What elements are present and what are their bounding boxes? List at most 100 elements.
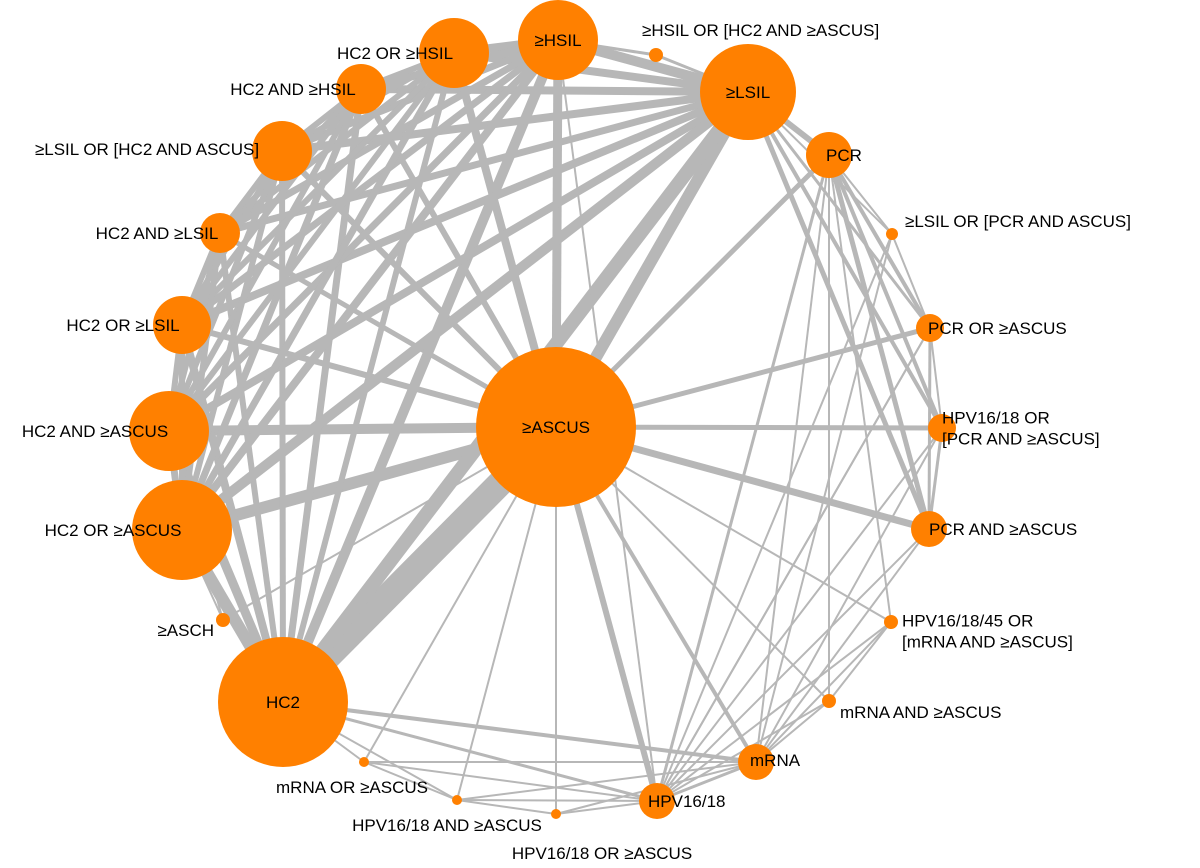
node-hc2_and_lsil xyxy=(200,213,240,253)
labels-layer: ≥ASCUS ≥HSIL ≥HSIL OR [HC2 AND ≥ASCUS] ≥LSI… xyxy=(22,21,1131,863)
edge-lsil-hc2_and_lsil xyxy=(219,88,749,237)
node-hsil_or_hc2_ascus xyxy=(649,48,663,62)
edge-hpv1618_or_pcr_ascus-hpv1618 xyxy=(656,427,943,802)
edge-hsil-hc2_or_ascus xyxy=(178,37,562,533)
edge-lsil-hpv1618_or_pcr_ascus xyxy=(746,90,944,430)
node-label-line: HPV16/18 AND ≥ASCUS xyxy=(352,816,542,835)
edge-pcr_or_ascus-lsil_or_pcr_ascus xyxy=(891,233,931,329)
node-label-line: mRNA OR ≥ASCUS xyxy=(276,778,428,797)
node-label-hc2_and_ascus: HC2 AND ≥ASCUS xyxy=(22,422,168,441)
node-label-line: HPV16/18 OR ≥ASCUS xyxy=(512,844,692,863)
edge-hsil-hc2_or_lsil xyxy=(179,37,561,328)
node-label-hpv1618_or_ascus: HPV16/18 OR ≥ASCUS xyxy=(512,844,692,863)
edge-hpv1618-pcr_or_ascus xyxy=(656,327,931,802)
edge-pcr-hpv1618 xyxy=(655,154,831,802)
node-label-ascus: ≥ASCUS xyxy=(522,418,590,437)
node-label-line: ≥LSIL OR [HC2 AND ASCUS] xyxy=(35,140,259,159)
node-ascus xyxy=(476,347,636,507)
node-label-mrna_or_ascus: mRNA OR ≥ASCUS xyxy=(276,778,428,797)
edge-lsil_or_pcr_ascus-mrna xyxy=(755,233,893,763)
node-hsil xyxy=(518,0,598,80)
node-label-line: HPV16/18/45 OR xyxy=(902,612,1033,631)
node-label-line: PCR AND ≥ASCUS xyxy=(929,520,1077,539)
node-label-line: HC2 OR ≥LSIL xyxy=(66,316,179,335)
node-label-line: mRNA AND ≥ASCUS xyxy=(840,703,1001,722)
edge-pcr_and_ascus-hpv1618 xyxy=(656,528,930,802)
node-pcr xyxy=(806,132,852,178)
edge-pcr-hpv161845_or_mrna_ascus xyxy=(828,154,892,623)
edge-lsil_or_hc2_ascus-hc2_and_ascus xyxy=(166,149,285,433)
node-label-line: HC2 xyxy=(266,693,300,712)
edge-hpv1618_or_ascus-hpv1618_and_ascus xyxy=(456,799,557,815)
node-label-line: HPV16/18 xyxy=(648,792,726,811)
node-pcr_and_ascus xyxy=(911,511,947,547)
node-label-line: ≥LSIL xyxy=(726,83,770,102)
edge-hc2-hsil xyxy=(278,38,563,704)
node-hc2_or_hsil xyxy=(419,18,489,88)
edge-hc2_or_hsil-hc2_or_ascus xyxy=(178,51,458,532)
node-label-line: HC2 AND ≥ASCUS xyxy=(22,422,168,441)
node-label-line: HC2 AND ≥LSIL xyxy=(96,224,219,243)
node-mrna xyxy=(738,744,774,780)
node-label-line: ≥ASCH xyxy=(157,621,214,640)
node-label-asch: ≥ASCH xyxy=(157,621,214,640)
node-label-line: ≥ASCUS xyxy=(522,418,590,437)
node-label-hpv1618_or_pcr_ascus: HPV16/18 OR [PCR AND ≥ASCUS] xyxy=(942,409,1100,449)
node-label-line: ≥HSIL OR [HC2 AND ≥ASCUS] xyxy=(642,21,879,40)
node-label-hc2_or_ascus: HC2 OR ≥ASCUS xyxy=(45,521,182,540)
node-label-line: HC2 OR ≥ASCUS xyxy=(45,521,182,540)
node-label-line: [PCR AND ≥ASCUS] xyxy=(942,430,1100,449)
node-label-hpv1618_and_ascus: HPV16/18 AND ≥ASCUS xyxy=(352,816,542,835)
edge-lsil-lsil_or_hc2_ascus xyxy=(281,88,749,155)
node-label-line: HC2 AND ≥HSIL xyxy=(230,80,356,99)
node-mrna_and_ascus xyxy=(822,694,836,708)
edge-hpv1618_or_pcr_ascus-mrna xyxy=(755,427,943,763)
node-label-hc2_or_hsil: HC2 OR ≥HSIL xyxy=(337,44,453,63)
node-label-line: HC2 OR ≥HSIL xyxy=(337,44,453,63)
node-label-line: ≥LSIL OR [PCR AND ASCUS] xyxy=(905,212,1131,231)
edge-lsil-pcr_or_ascus xyxy=(746,91,932,329)
edge-hc2-hc2_or_hsil xyxy=(280,52,457,703)
node-label-lsil_or_hc2_ascus: ≥LSIL OR [HC2 AND ASCUS] xyxy=(35,140,259,159)
node-label-hsil_or_hc2_ascus: ≥HSIL OR [HC2 AND ≥ASCUS] xyxy=(642,21,879,40)
node-label-line: [mRNA AND ≥ASCUS] xyxy=(902,633,1073,652)
edge-lsil-hc2_or_ascus xyxy=(178,88,752,534)
node-lsil xyxy=(700,44,796,140)
node-label-hc2: HC2 xyxy=(266,693,300,712)
node-label-pcr: PCR xyxy=(826,146,862,165)
node-label-hc2_and_lsil: HC2 AND ≥LSIL xyxy=(96,224,219,243)
node-hc2_or_lsil xyxy=(153,296,211,354)
node-asch xyxy=(216,613,230,627)
node-label-pcr_and_ascus: PCR AND ≥ASCUS xyxy=(929,520,1077,539)
nodes-layer xyxy=(129,0,956,819)
edge-mrna-hpv1618_and_ascus xyxy=(456,761,757,801)
node-mrna_or_ascus xyxy=(359,757,369,767)
node-label-mrna_and_ascus: mRNA AND ≥ASCUS xyxy=(840,703,1001,722)
edge-lsil-hc2_and_ascus xyxy=(166,88,751,435)
edge-hpv1618-hpv161845_or_mrna_ascus xyxy=(656,621,892,802)
node-hpv1618_and_ascus xyxy=(452,795,462,805)
edge-pcr-mrna xyxy=(755,154,830,763)
node-hc2 xyxy=(218,637,348,767)
node-hpv1618_or_pcr_ascus xyxy=(928,414,956,442)
edge-pcr_and_ascus-mrna xyxy=(755,528,930,763)
edge-pcr-pcr_or_ascus xyxy=(827,153,932,330)
node-pcr_or_ascus xyxy=(916,314,944,342)
node-label-line: HPV16/18 OR xyxy=(942,409,1050,428)
node-label-line: ≥HSIL xyxy=(534,31,581,50)
edge-hpv1618_and_ascus-mrna_or_ascus xyxy=(363,761,458,801)
edge-mrna-hpv161845_or_mrna_ascus xyxy=(755,621,892,763)
node-label-line: mRNA xyxy=(750,751,801,770)
edge-hpv1618-mrna_or_ascus xyxy=(363,761,658,802)
node-label-line: PCR xyxy=(826,146,862,165)
node-hpv1618_or_ascus xyxy=(551,809,561,819)
node-label-mrna: mRNA xyxy=(750,751,801,770)
edge-lsil-pcr_and_ascus xyxy=(745,91,932,530)
edge-pcr_or_ascus-hpv1618_or_pcr_ascus xyxy=(929,327,943,429)
node-label-hpv161845_or_mrna_ascus: HPV16/18/45 OR [mRNA AND ≥ASCUS] xyxy=(902,612,1073,652)
node-hpv161845_or_mrna_ascus xyxy=(884,615,898,629)
edge-lsil_or_hc2_ascus-hc2_or_ascus xyxy=(179,150,285,531)
node-label-lsil_or_pcr_ascus: ≥LSIL OR [PCR AND ASCUS] xyxy=(905,212,1131,231)
node-lsil_or_hc2_ascus xyxy=(252,121,312,181)
